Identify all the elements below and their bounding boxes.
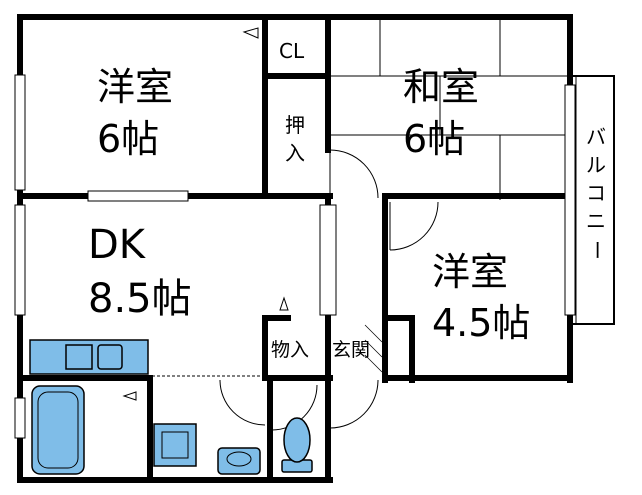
kitchen-fixtures bbox=[29, 339, 265, 377]
western-room-2-size: 4.5帖 bbox=[432, 301, 530, 345]
balcony-char-1: バ bbox=[586, 125, 606, 149]
toilet-fixture bbox=[281, 417, 313, 473]
closet-label: CL bbox=[279, 39, 305, 63]
kitchen-stove bbox=[97, 344, 123, 370]
bathtub-inner bbox=[37, 391, 79, 469]
balcony-char-2: ル bbox=[586, 153, 606, 177]
toilet-bowl bbox=[283, 417, 311, 463]
washing-machine-inner bbox=[161, 431, 189, 459]
western-room-1-size: 6帖 bbox=[97, 117, 159, 161]
genkan-hatch bbox=[364, 324, 383, 373]
dk-size: 8.5帖 bbox=[88, 276, 192, 322]
western-room-1-name: 洋室 bbox=[97, 65, 173, 109]
balcony-char-5: ー bbox=[585, 240, 609, 260]
oshiire-label-1: 押 bbox=[285, 113, 305, 137]
monoire-label: 物入 bbox=[271, 339, 309, 361]
western-room-2-name: 洋室 bbox=[432, 250, 508, 294]
balcony-char-3: コ bbox=[586, 181, 606, 205]
door-swings bbox=[122, 27, 439, 431]
genkan-label: 玄関 bbox=[332, 339, 370, 361]
bath-fixtures bbox=[31, 385, 261, 475]
oshiire-label-2: 入 bbox=[285, 141, 305, 165]
washbasin-bowl bbox=[226, 451, 252, 467]
balcony-char-4: ニ bbox=[586, 209, 606, 233]
windows bbox=[14, 74, 576, 439]
japanese-room-name: 和室 bbox=[403, 65, 479, 109]
dk-name: DK bbox=[88, 222, 147, 268]
japanese-room-size: 6帖 bbox=[403, 117, 465, 161]
tatami-grid bbox=[330, 20, 570, 200]
kitchen-sink bbox=[65, 344, 93, 370]
